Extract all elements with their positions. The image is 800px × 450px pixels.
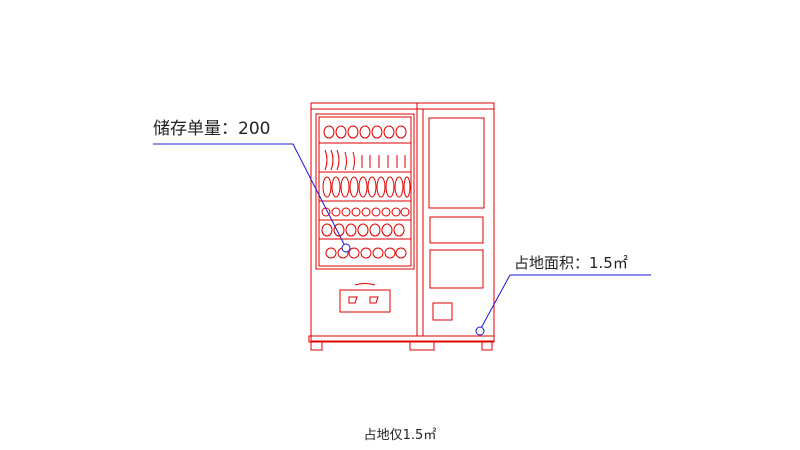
- product-row-3: [322, 176, 411, 198]
- display-window: [315, 113, 415, 270]
- storage-callout-label: 储存单量：200: [153, 119, 271, 139]
- delivery-flap: [354, 283, 376, 286]
- shelves: [319, 142, 411, 240]
- product-row-4: [321, 207, 410, 217]
- machine-base: [308, 335, 495, 343]
- machine-foot-right: [481, 341, 493, 351]
- area-leader-dot: [475, 326, 485, 336]
- storage-leader-dot: [341, 243, 351, 253]
- machine-foot-center: [409, 341, 435, 351]
- product-row-1: [323, 125, 407, 139]
- area-leader-line: [479, 274, 651, 331]
- callout-leaders: [153, 143, 651, 336]
- pickup-bin: [339, 289, 391, 313]
- storage-leader-line: [153, 143, 347, 249]
- pickup-items: [348, 296, 379, 304]
- info-panel: [429, 249, 484, 289]
- card-slot: [432, 302, 453, 321]
- area-callout-label: 占地面积：1.5㎡: [514, 254, 628, 272]
- touch-screen: [428, 117, 485, 209]
- product-row-6: [325, 247, 407, 259]
- machine-foot-left: [310, 341, 323, 351]
- machine-cabinet: [310, 102, 495, 342]
- product-row-5: [321, 223, 405, 237]
- diagram-caption: 占地仅1.5㎡: [363, 428, 437, 443]
- control-panel: [429, 216, 484, 244]
- product-row-2: [324, 149, 406, 171]
- vending-machine: [308, 102, 495, 351]
- display-window-inner: [318, 116, 412, 267]
